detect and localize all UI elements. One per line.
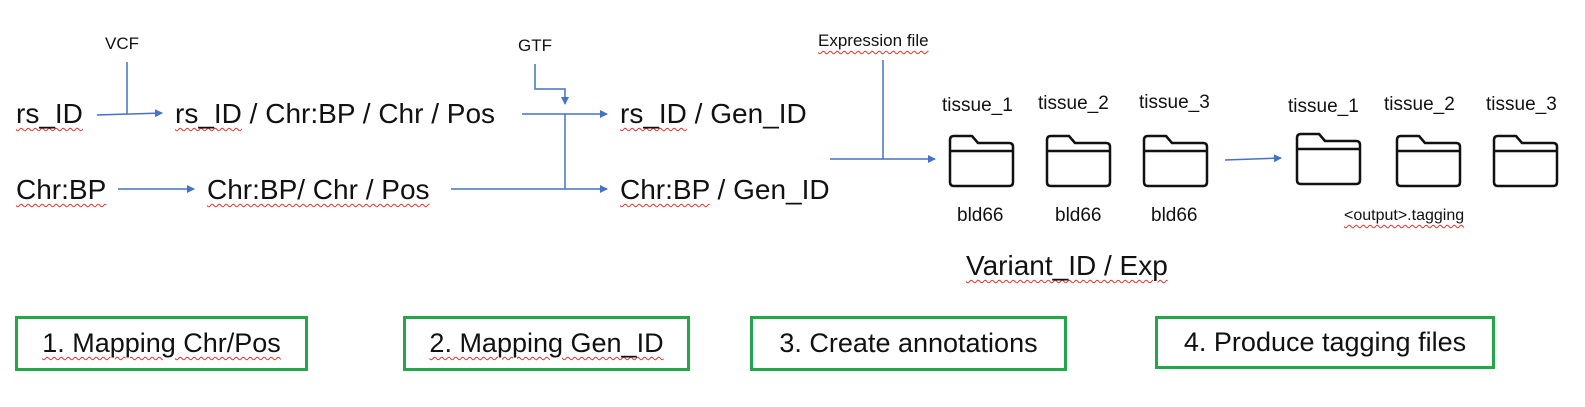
tagging-folder-icon-2 xyxy=(1395,134,1462,188)
tagging-caption-text: <output>.tagging xyxy=(1344,207,1465,224)
step-label-1: 1. Mapping Chr/Pos xyxy=(42,328,281,358)
arrow-annotations-to-tagging xyxy=(1224,154,1282,163)
rsid-gene-rest: / Gen_ID xyxy=(686,98,807,129)
annotation-folder-icon-1 xyxy=(948,134,1015,188)
chrbp-gene-prefix: Chr:BP xyxy=(620,174,710,205)
annotation-folder-label-2: tissue_2 xyxy=(1038,93,1109,114)
tagging-caption: <output>.tagging xyxy=(1344,208,1464,224)
tagging-folder-icon-1 xyxy=(1295,132,1362,186)
step-box-4: 4. Produce tagging files xyxy=(1155,316,1495,369)
step-box-2: 2. Mapping Gen_ID xyxy=(403,316,690,371)
step-box-3: 3. Create annotations xyxy=(750,316,1067,371)
step-box-1: 1. Mapping Chr/Pos xyxy=(15,316,308,371)
rsid-mapped: rs_ID / Chr:BP / Chr / Pos xyxy=(175,100,495,128)
tagging-folder-label-3: tissue_3 xyxy=(1486,94,1557,115)
tagging-folder-label-2: tissue_2 xyxy=(1384,94,1455,115)
chrbp-source: Chr:BP xyxy=(16,176,106,204)
step-label-3: 3. Create annotations xyxy=(779,328,1038,358)
step-label-2: 2. Mapping Gen_ID xyxy=(429,328,664,358)
chrbp-mapped-text: Chr:BP/ Chr / Pos xyxy=(207,174,430,205)
rsid-gene-prefix: rs_ID xyxy=(620,98,687,129)
rsid-source-text: rs_ID xyxy=(16,98,83,129)
tagging-folder-icon-3 xyxy=(1492,134,1559,188)
arrow-rsid-to-mapped xyxy=(96,109,163,118)
expression-file-label: Expression file xyxy=(818,32,929,49)
rsid-gene: rs_ID / Gen_ID xyxy=(620,100,807,128)
chrbp-mapped: Chr:BP/ Chr / Pos xyxy=(207,176,430,204)
annotation-folder-caption-1: bld66 xyxy=(957,205,1004,226)
annotation-caption: Variant_ID / Exp xyxy=(966,252,1168,280)
annotation-folder-icon-3 xyxy=(1142,134,1209,188)
annotation-folder-caption-3: bld66 xyxy=(1151,205,1198,226)
step-label-4: 4. Produce tagging files xyxy=(1183,327,1467,357)
tagging-folder-label-1: tissue_1 xyxy=(1288,96,1359,117)
gtf-connector xyxy=(534,64,569,105)
annotation-folder-icon-2 xyxy=(1045,134,1112,188)
rsid-source: rs_ID xyxy=(16,100,83,128)
vcf-label: VCF xyxy=(105,34,139,53)
chrbp-gene: Chr:BP / Gen_ID xyxy=(620,176,830,204)
chrbp-source-text: Chr:BP xyxy=(16,174,107,205)
rsid-mapped-rest: / Chr:BP / Chr / Pos xyxy=(241,98,496,129)
rsid-mapped-prefix: rs_ID xyxy=(175,98,242,129)
expression-file-text: Expression file xyxy=(818,31,929,50)
annotation-folder-label-1: tissue_1 xyxy=(942,95,1013,116)
annotation-caption-text: Variant_ID / Exp xyxy=(966,250,1168,281)
annotation-folder-label-3: tissue_3 xyxy=(1139,92,1210,113)
annotation-folder-caption-2: bld66 xyxy=(1055,205,1102,226)
gtf-label: GTF xyxy=(518,36,552,55)
chrbp-gene-rest: / Gen_ID xyxy=(709,174,830,205)
